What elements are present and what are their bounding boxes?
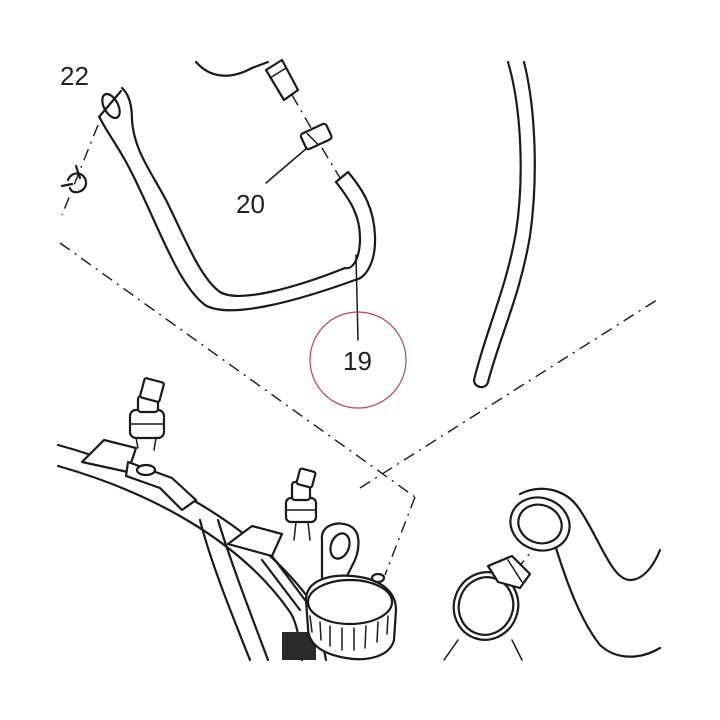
temperature-sensor-center <box>284 467 318 541</box>
radiator-hose-large <box>509 487 662 658</box>
sensor-bracket-left <box>80 438 198 512</box>
radiator-hose-end <box>509 496 571 552</box>
callout-22: 22 <box>60 61 89 91</box>
hose-22-end <box>101 92 121 120</box>
radiator-cap-top <box>306 578 394 626</box>
callout-19: 19 <box>343 346 372 376</box>
coupler-20-body <box>299 122 333 151</box>
filler-neck <box>320 522 360 592</box>
hose-clamp <box>452 554 532 641</box>
radiator-cap <box>304 574 398 661</box>
guide-line-left <box>59 242 416 498</box>
assembly-guide-lines <box>59 94 661 586</box>
long-hose <box>472 60 536 389</box>
temperature-sensor-left <box>128 377 166 451</box>
guide-line-cap <box>384 496 416 576</box>
guide-line-22 <box>61 124 99 216</box>
leader-20 <box>265 147 308 184</box>
coupler-20 <box>299 122 333 151</box>
hose-22 <box>97 86 357 312</box>
guide-line-right <box>359 297 661 489</box>
clip-22 <box>60 164 88 194</box>
leader-19 <box>355 254 359 341</box>
guide-line-20b <box>321 147 341 179</box>
radiator-frame <box>56 443 328 662</box>
upper-fitting <box>194 58 300 102</box>
callout-20: 20 <box>236 189 265 219</box>
sensor-bracket-center <box>226 524 284 558</box>
guide-line-20a <box>291 94 319 141</box>
overflow-pipe <box>260 554 386 612</box>
clamp-screw-housing <box>486 554 532 590</box>
highlight-circle-19 <box>309 311 407 409</box>
hose-19 <box>334 170 377 282</box>
